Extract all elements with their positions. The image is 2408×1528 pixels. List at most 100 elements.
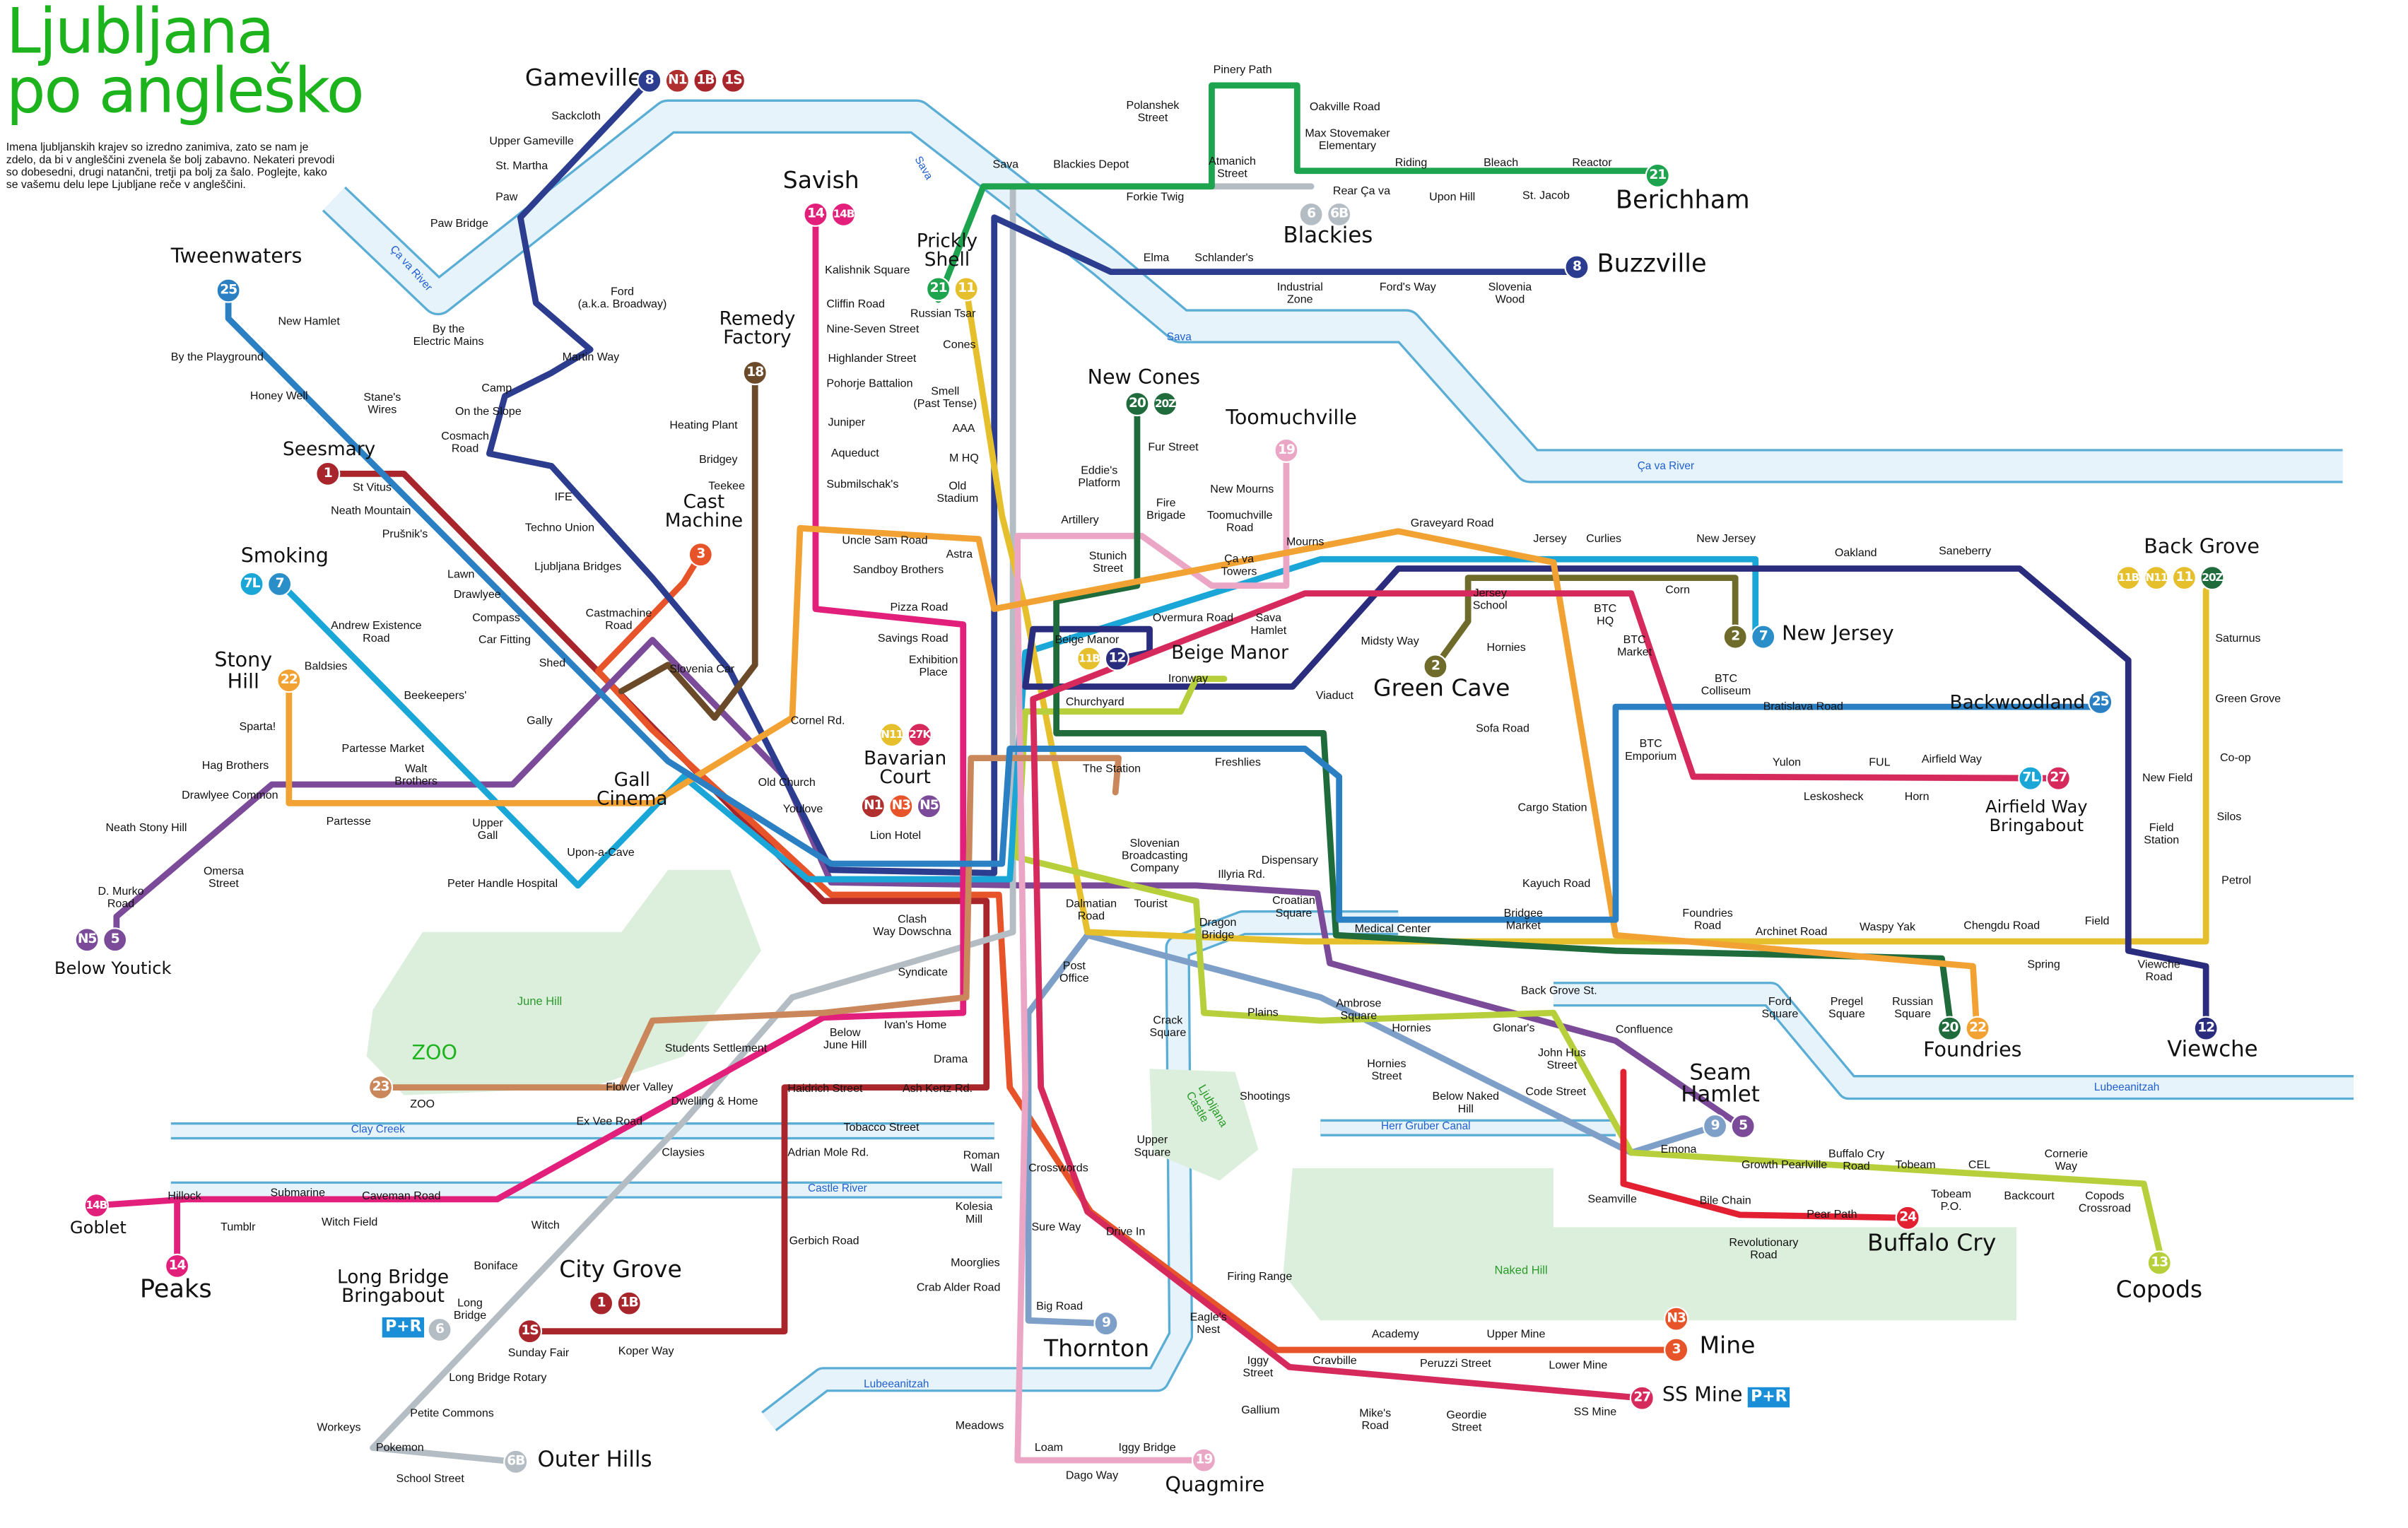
station-label-paw[interactable]: Paw (495, 189, 518, 203)
station-label-saturnus[interactable]: Saturnus (2215, 630, 2261, 645)
station-label-roman-wall[interactable]: Roman Wall (963, 1147, 1000, 1174)
station-label-uncle-sam[interactable]: Uncle Sam Road (842, 531, 928, 546)
station-label-new-jersey-small[interactable]: New Jersey (1696, 530, 1756, 545)
station-label-d-murko[interactable]: D. Murko Road (98, 883, 144, 910)
station-label-chengdu[interactable]: Chengdu Road (1963, 917, 2040, 932)
station-label-btc-market[interactable]: BTC Market (1617, 631, 1652, 658)
station-label-hillock[interactable]: Hillock (168, 1187, 201, 1202)
line-badge-20z[interactable]: 20Z (1152, 391, 1178, 417)
station-label-midsty-way[interactable]: Midsty Way (1361, 633, 1419, 647)
line-badge-14[interactable]: 14 (164, 1253, 190, 1279)
station-label-beekeepers[interactable]: Beekeepers' (404, 687, 467, 702)
station-label-dwelling[interactable]: Dwelling & Home (671, 1093, 758, 1107)
station-label-russian-square[interactable]: Russian Square (1892, 993, 1934, 1020)
station-label-clash-way[interactable]: Clash Way Dowschna (873, 911, 952, 938)
station-label-witch-field[interactable]: Witch Field (321, 1213, 378, 1228)
terminal-peaks[interactable]: Peaks (139, 1274, 212, 1304)
station-label-gallium[interactable]: Gallium (1241, 1401, 1280, 1416)
station-label-school-street[interactable]: School Street (396, 1470, 464, 1485)
station-label-pregel-square[interactable]: Pregel Square (1828, 993, 1865, 1020)
station-label-paw-bridge[interactable]: Paw Bridge (430, 215, 488, 230)
station-label-ivans-home[interactable]: Ivan's Home (883, 1016, 947, 1031)
line-badge-1b[interactable]: 1B (616, 1291, 642, 1316)
station-label-petite-commons[interactable]: Petite Commons (410, 1405, 494, 1419)
station-label-tobeam-po[interactable]: Tobeam P.O. (1931, 1186, 1972, 1213)
station-label-ford[interactable]: Ford (a.k.a. Broadway) (577, 283, 667, 310)
station-label-camp[interactable]: Camp (481, 380, 512, 394)
station-label-new-hamlet[interactable]: New Hamlet (278, 312, 340, 327)
station-label-upon-hill[interactable]: Upon Hill (1429, 189, 1476, 203)
station-label-foundries-road[interactable]: Foundries Road (1682, 905, 1733, 932)
station-label-geordie[interactable]: Geordie Street (1446, 1406, 1487, 1433)
station-label-smell[interactable]: Smell (Past Tense) (913, 382, 977, 410)
station-label-sunday-fair[interactable]: Sunday Fair (507, 1344, 570, 1359)
station-label-martin-way[interactable]: Martin Way (562, 348, 620, 363)
station-label-russian-tsar[interactable]: Russian Tsar (910, 305, 976, 319)
station-label-honey-well[interactable]: Honey Well (249, 387, 308, 402)
line-badge-n1[interactable]: N1 (664, 68, 690, 93)
station-label-waspy-yak[interactable]: Waspy Yak (1860, 919, 1916, 933)
station-label-ful[interactable]: FUL (1869, 754, 1891, 768)
station-label-sparta[interactable]: Sparta! (239, 718, 276, 733)
station-label-plains[interactable]: Plains (1247, 1004, 1279, 1018)
station-label-astra[interactable]: Astra (946, 546, 973, 560)
station-label-ambrose[interactable]: Ambrose Square (1336, 994, 1382, 1022)
line-badge-n1[interactable]: N1 (860, 794, 886, 819)
station-label-churchyard[interactable]: Churchyard (1065, 693, 1124, 708)
station-label-forkie-twig[interactable]: Forkie Twig (1126, 189, 1185, 203)
station-label-toomuchville-road[interactable]: Toomuchville Road (1206, 507, 1273, 534)
line-badge-7l[interactable]: 7L (239, 571, 264, 597)
station-label-hornies-a[interactable]: Hornies (1392, 1019, 1431, 1034)
line-badge-n5[interactable]: N5 (916, 794, 941, 819)
station-label-exhibition[interactable]: Exhibition Place (908, 652, 958, 678)
station-label-mikes-road[interactable]: Mike's Road (1359, 1405, 1392, 1432)
station-label-haidrich[interactable]: Haidrich Street (787, 1080, 863, 1095)
station-label-aqueduct[interactable]: Aqueduct (830, 445, 879, 459)
station-label-croatian-square[interactable]: Croatian Square (1272, 892, 1315, 919)
station-label-submilschak[interactable]: Submilschak's (826, 476, 899, 490)
station-label-st-martha[interactable]: St. Martha (495, 158, 548, 172)
station-label-shootings[interactable]: Shootings (1240, 1088, 1291, 1103)
station-label-on-the-slope[interactable]: On the Slope (455, 403, 522, 418)
line-badge-19[interactable]: 19 (1191, 1447, 1217, 1473)
station-label-pokemon[interactable]: Pokemon (375, 1439, 424, 1454)
station-label-horn[interactable]: Horn (1904, 788, 1930, 803)
station-label-highlander[interactable]: Highlander Street (828, 350, 917, 365)
line-badge-20z[interactable]: 20Z (2199, 565, 2225, 591)
station-label-copods-crossroad[interactable]: Copods Crossroad (2078, 1187, 2131, 1214)
line-badge-n11[interactable]: N11 (879, 722, 905, 748)
station-label-prusnik[interactable]: Prušnik's (382, 526, 428, 540)
line-badge-21[interactable]: 21 (1645, 163, 1670, 188)
station-label-dispensary[interactable]: Dispensary (1261, 852, 1319, 866)
station-label-partesse-market[interactable]: Partesse Market (341, 740, 425, 755)
line-badge-14[interactable]: 14 (803, 201, 828, 227)
terminal-beige-manor[interactable]: Beige Manor (1171, 641, 1288, 664)
line-badge-27[interactable]: 27 (1629, 1385, 1655, 1411)
line-badge-12[interactable]: 12 (2193, 1016, 2219, 1041)
line-badge-6b[interactable]: 6B (1327, 201, 1352, 227)
station-label-moorglies[interactable]: Moorglies (951, 1254, 1000, 1269)
line-badge-5[interactable]: 5 (102, 927, 128, 953)
terminal-remedy-factory[interactable]: Remedy Factory (719, 307, 796, 349)
station-label-ex-vee[interactable]: Ex Vee Road (576, 1112, 643, 1127)
station-label-btc-colliseum[interactable]: BTC Colliseum (1701, 670, 1751, 697)
terminal-ss-mine[interactable]: SS Mine (1662, 1384, 1743, 1408)
station-label-btc-emporium[interactable]: BTC Emporium (1625, 735, 1677, 763)
line-badge-6b[interactable]: 6B (503, 1449, 529, 1474)
station-label-baldsies[interactable]: Baldsies (304, 657, 348, 672)
station-label-zoo-small[interactable]: ZOO (410, 1095, 435, 1110)
station-label-bridgey[interactable]: Bridgey (699, 451, 738, 466)
station-label-tumblr[interactable]: Tumblr (221, 1218, 256, 1233)
terminal-toomuchville[interactable]: Toomuchville (1226, 407, 1357, 431)
terminal-smoking[interactable]: Smoking (240, 545, 329, 569)
station-label-glonars[interactable]: Glonar's (1493, 1019, 1535, 1034)
station-label-ss-mine-small[interactable]: SS Mine (1573, 1403, 1617, 1418)
line-badge-27[interactable]: 27 (2045, 765, 2071, 791)
station-label-cava-towers[interactable]: Ça va Towers (1221, 551, 1257, 577)
station-label-cornel-rd[interactable]: Cornel Rd. (790, 712, 845, 727)
terminal-city-grove[interactable]: City Grove (559, 1254, 682, 1283)
line-badge-7l[interactable]: 7L (2018, 765, 2043, 791)
terminal-airfield-way-bringabout[interactable]: Airfield Way Bringabout (1985, 797, 2088, 836)
station-label-silos[interactable]: Silos (2216, 809, 2242, 823)
station-label-submarine[interactable]: Submarine (270, 1184, 326, 1199)
